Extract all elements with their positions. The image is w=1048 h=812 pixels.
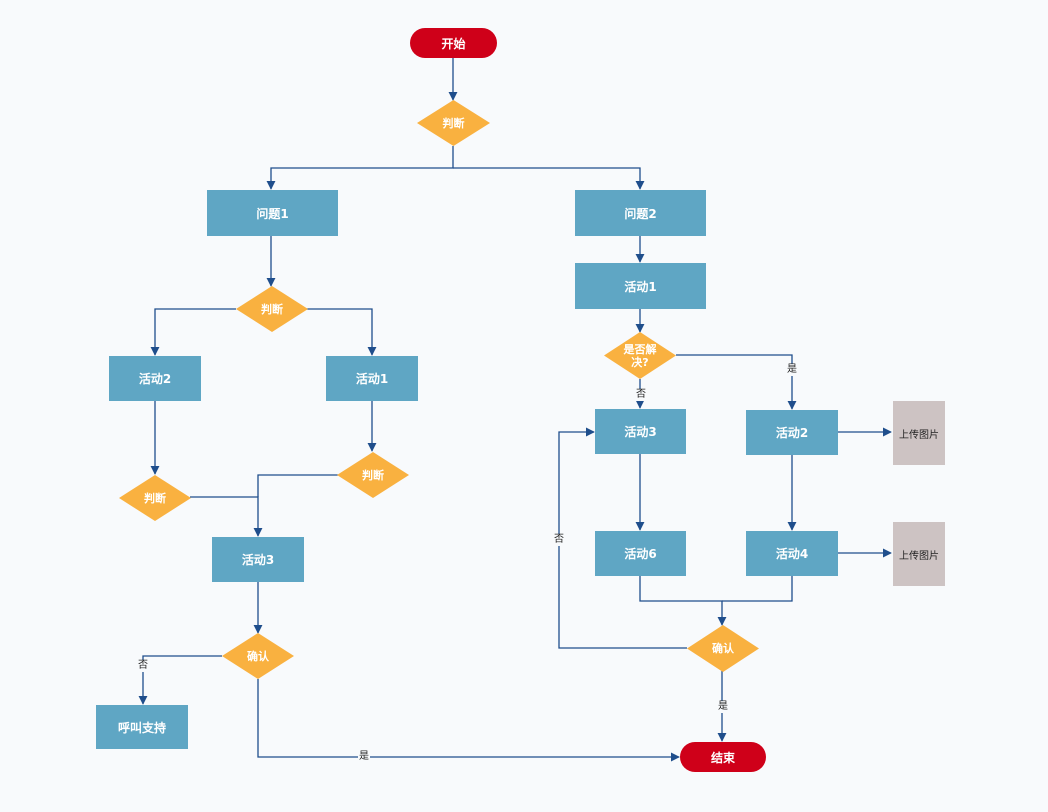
confirm-right-label: 确认 <box>712 642 734 655</box>
activity3-left-box[interactable]: 活动3 <box>212 537 304 582</box>
judge-a1-label: 判断 <box>362 468 384 482</box>
end-terminal[interactable]: 结束 <box>680 742 766 772</box>
edge-judge-activity3-a <box>190 496 263 537</box>
judge-p1-label: 判断 <box>261 302 283 316</box>
diamond-shape <box>337 452 409 498</box>
activity6-box[interactable]: 活动6 <box>595 531 686 576</box>
edge-confirm-call <box>138 655 222 705</box>
resolved-label: 是否解决? <box>623 342 657 369</box>
judge-a2-label: 判断 <box>144 491 166 505</box>
edge-confirm-end <box>257 679 680 762</box>
diamond-shape <box>236 286 308 332</box>
edge-activity4-confirm <box>722 576 793 602</box>
edge-activity6-confirm <box>639 576 727 626</box>
problem1-box[interactable]: 问题1 <box>207 190 338 236</box>
judge-a2-decision[interactable]: 判断 <box>119 475 191 521</box>
edge-judge-problem2 <box>453 167 645 190</box>
diamond-shape <box>119 475 191 521</box>
confirm-left-decision[interactable]: 确认 <box>222 633 294 679</box>
judge-top-decision[interactable]: 判断 <box>417 100 490 146</box>
activity3-right-box[interactable]: 活动3 <box>595 409 686 454</box>
start-terminal[interactable]: 开始 <box>410 28 497 58</box>
judge-p1-decision[interactable]: 判断 <box>236 286 308 332</box>
edge-label-no-resolved: 否 <box>635 389 647 401</box>
judge-a1-decision[interactable]: 判断 <box>337 452 409 498</box>
upload-image-1-box[interactable]: 上传图片 <box>893 401 945 465</box>
call-support-box[interactable]: 呼叫支持 <box>96 705 188 749</box>
edge-label-yes-right: 是 <box>717 701 729 713</box>
activity2-left-box[interactable]: 活动2 <box>109 356 201 401</box>
edge-resolved-activity2 <box>676 354 797 410</box>
diamond-shape <box>687 625 759 672</box>
activity4-box[interactable]: 活动4 <box>746 531 838 576</box>
confirm-left-label: 确认 <box>247 649 269 663</box>
activity1-right-box[interactable]: 活动1 <box>575 263 706 309</box>
edge-judge-activity1 <box>306 308 377 356</box>
edge-label-yes-left: 是 <box>358 751 370 763</box>
edge-label-no-left: 否 <box>137 660 149 672</box>
confirm-right-decision[interactable]: 确认 <box>687 625 759 672</box>
activity1-left-box[interactable]: 活动1 <box>326 356 418 401</box>
activity2-right-box[interactable]: 活动2 <box>746 410 838 455</box>
diamond-shape <box>417 100 490 146</box>
upload-image-2-box[interactable]: 上传图片 <box>893 522 945 586</box>
diamond-shape <box>604 332 676 379</box>
edge-label-no-loop: 否 <box>553 534 565 546</box>
problem2-box[interactable]: 问题2 <box>575 190 706 236</box>
resolved-decision[interactable]: 是否解决? <box>604 332 676 379</box>
judge-top-label: 判断 <box>442 116 465 130</box>
edge-judge-activity3-b <box>257 474 338 497</box>
edge-judge-problem1 <box>266 146 454 190</box>
edge-label-yes-resolved: 是 <box>786 364 798 376</box>
edge-judge-activity2 <box>150 308 236 356</box>
diamond-shape <box>222 633 294 679</box>
